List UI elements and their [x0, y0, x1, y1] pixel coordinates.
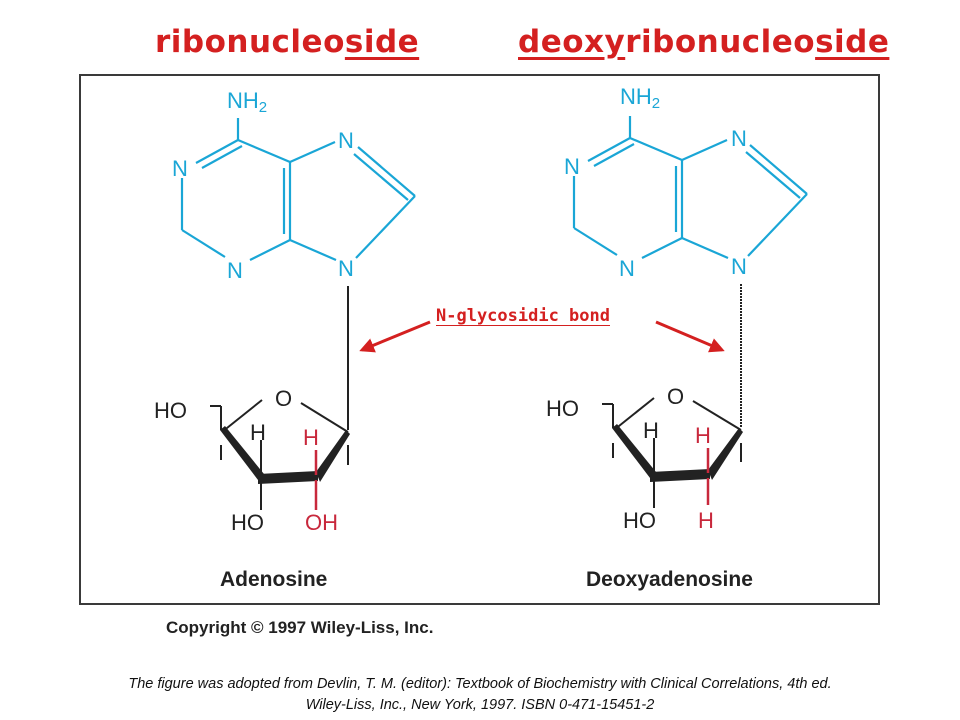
c2-hydroxyl-label: OH — [305, 510, 338, 535]
title-deoxyribonucleoside: deoxyribonucleoside — [518, 24, 889, 60]
c3-hydrogen-label: H — [250, 420, 266, 445]
arrow-left-icon — [359, 320, 431, 353]
n3-atom-label: N — [619, 256, 635, 281]
copyright-notice: Copyright © 1997 Wiley-Liss, Inc. — [166, 618, 434, 637]
citation-line-1: The figure was adopted from Devlin, T. M… — [128, 676, 832, 692]
n3-atom-label: N — [227, 258, 243, 283]
n-glycosidic-bond-label: N-glycosidic bond — [436, 306, 610, 326]
c3-hydrogen-label: H — [643, 418, 659, 443]
title-side-underlined: side — [815, 24, 890, 60]
arrow-right-icon — [655, 320, 725, 353]
c3-hydroxyl-label: HO — [623, 508, 656, 533]
ribose-sugar — [210, 286, 350, 510]
adenine-base — [180, 118, 416, 262]
title-ribonucleo-text: ribonucleo — [155, 24, 345, 60]
deoxyadenosine-structure: NH2 N N N N O HO H H HO — [546, 84, 808, 533]
n9-atom-label: N — [338, 256, 354, 281]
title-ribonucleoside: ribonucleoside — [155, 24, 419, 60]
c3-hydroxyl-label: HO — [231, 510, 264, 535]
c2-hydrogen-label: H — [695, 423, 711, 448]
n7-atom-label: N — [731, 126, 747, 151]
compound-name-deoxyadenosine: Deoxyadenosine — [586, 568, 753, 591]
title-deoxy-underlined: deoxy — [518, 24, 626, 60]
amino-group-label: NH2 — [227, 88, 267, 116]
c5-hydroxyl-label: HO — [546, 396, 579, 421]
structure-frame — [79, 74, 880, 605]
ring-oxygen-label: O — [275, 386, 292, 411]
c2-second-hydrogen-label: H — [698, 508, 714, 533]
c2-hydrogen-label: H — [303, 425, 319, 450]
deoxyribose-sugar — [602, 284, 743, 508]
n1-atom-label: N — [172, 156, 188, 181]
title-side-underlined: side — [344, 24, 420, 60]
compound-name-adenosine: Adenosine — [220, 568, 328, 591]
n1-atom-label: N — [564, 154, 580, 179]
adenine-base — [572, 116, 808, 260]
amino-group-label: NH2 — [620, 84, 660, 112]
adenosine-structure: NH2 N N N N O HO H H HO — [154, 88, 416, 535]
ring-oxygen-label: O — [667, 384, 684, 409]
n9-atom-label: N — [731, 254, 747, 279]
citation-line-2: Wiley-Liss, Inc., New York, 1997. ISBN 0… — [305, 697, 655, 713]
citation: The figure was adopted from Devlin, T. M… — [0, 674, 960, 716]
n7-atom-label: N — [338, 128, 354, 153]
title-ribonucleo-text: ribonucleo — [625, 24, 816, 60]
c5-hydroxyl-label: HO — [154, 398, 187, 423]
